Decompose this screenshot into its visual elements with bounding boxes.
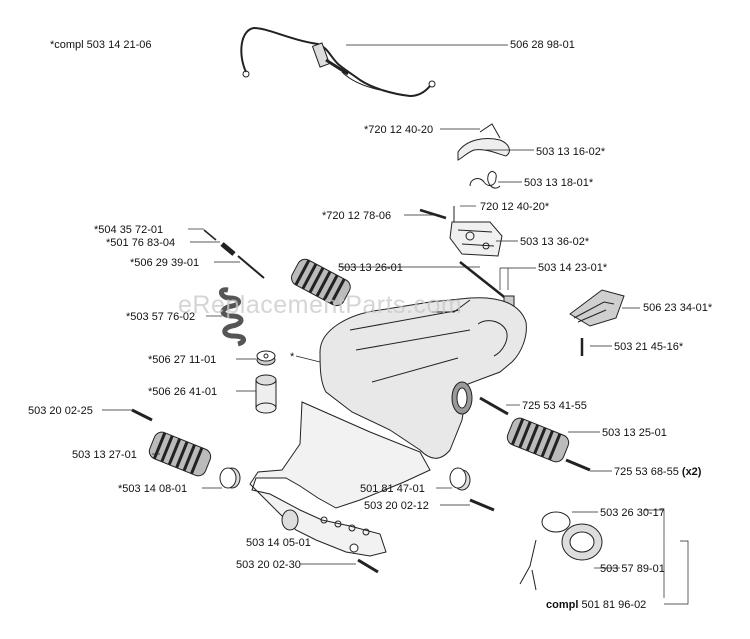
label-star: *	[290, 351, 295, 363]
label-503-20-02-12: 503 20 02-12	[364, 500, 429, 512]
throttle-lock	[449, 206, 503, 257]
screw-02-25	[131, 408, 153, 422]
label-503-14-08-01: *503 14 08-01	[118, 483, 188, 495]
label-503-20-02-30: 503 20 02-30	[236, 559, 301, 571]
label-506-23-34-01: 506 23 34-01*	[643, 302, 713, 314]
label-720-12-40-20b: 720 12 40-20*	[480, 201, 550, 213]
label-503-26-30-17: 503 26 30-17	[600, 507, 665, 519]
label-720-12-78-06: *720 12 78-06	[322, 210, 392, 222]
label-503-13-36-02: 503 13 36-02*	[520, 236, 590, 248]
label-compl-top: *compl 503 14 21-06	[50, 39, 152, 51]
screw-68-55	[565, 458, 591, 472]
label-501-81-47-01: 501 81 47-01	[360, 483, 425, 495]
label-503-14-23-01: 503 14 23-01*	[538, 262, 608, 274]
bottom-bracket	[249, 401, 431, 557]
buffer-spring-right	[506, 417, 570, 463]
choke-rod	[203, 229, 265, 279]
label-503-57-76-02: *503 57 76-02	[126, 311, 196, 323]
throttle-cable	[240, 26, 436, 98]
quantity-x2: (x2)	[681, 466, 702, 478]
fuel-cap	[519, 511, 603, 591]
label-504-35-72-01: *504 35 72-01	[94, 224, 164, 236]
screw-02-12	[469, 498, 495, 512]
label-503-20-02-25: 503 20 02-25	[28, 405, 93, 417]
bushing	[256, 350, 276, 366]
label-503-13-18-01: 503 13 18-01*	[524, 177, 594, 189]
label-725-53-41-55: 725 53 41-55	[522, 400, 587, 412]
screw-02-30	[357, 558, 379, 574]
label-725-53-68-55: 725 53 68-55 (x2)	[614, 466, 701, 478]
label-506-28-98-01: 506 28 98-01	[510, 39, 575, 51]
compl-prefix: compl	[546, 599, 579, 611]
label-501-76-83-04: *501 76 83-04	[106, 237, 176, 249]
compl-number: 501 81 96-02	[581, 599, 647, 611]
leader-lines	[102, 44, 689, 605]
screw-41-55	[479, 396, 509, 416]
label-503-14-05-01: 503 14 05-01	[246, 537, 311, 549]
fuel-tank-housing	[319, 297, 527, 459]
label-503-13-25-01: 503 13 25-01	[602, 427, 667, 439]
label-503-13-26-01: 503 13 26-01	[338, 262, 403, 274]
throttle-trigger	[457, 123, 510, 161]
part-number-725-53-68-55: 725 53 68-55	[614, 466, 679, 478]
label-506-29-39-01: *506 29 39-01	[130, 257, 200, 269]
bushing-47-01	[449, 467, 471, 491]
label-506-27-11-01: *506 27 11-01	[148, 354, 217, 366]
label-503-21-45-16: 503 21 45-16*	[614, 341, 684, 353]
hand-guard-cover	[569, 289, 625, 327]
label-506-26-41-01: *506 26 41-01	[148, 386, 218, 398]
coil-spring	[219, 287, 246, 347]
pin	[419, 208, 447, 220]
damper-cylinder	[255, 374, 277, 414]
buffer-spring-left	[148, 431, 212, 477]
bushing-08-01	[219, 467, 241, 489]
buffer-spring-upper	[291, 258, 351, 307]
label-503-13-16-02: 503 13 16-02*	[536, 146, 606, 158]
label-720-12-40-20a: *720 12 40-20	[364, 124, 434, 136]
trigger-spring	[469, 171, 501, 189]
label-503-13-27-01: 503 13 27-01	[72, 449, 137, 461]
label-compl-bottom: compl 501 81 96-02	[546, 599, 646, 611]
label-503-57-89-01: 503 57 89-01	[600, 563, 665, 575]
watermark: eReplacementParts.com	[178, 291, 463, 319]
